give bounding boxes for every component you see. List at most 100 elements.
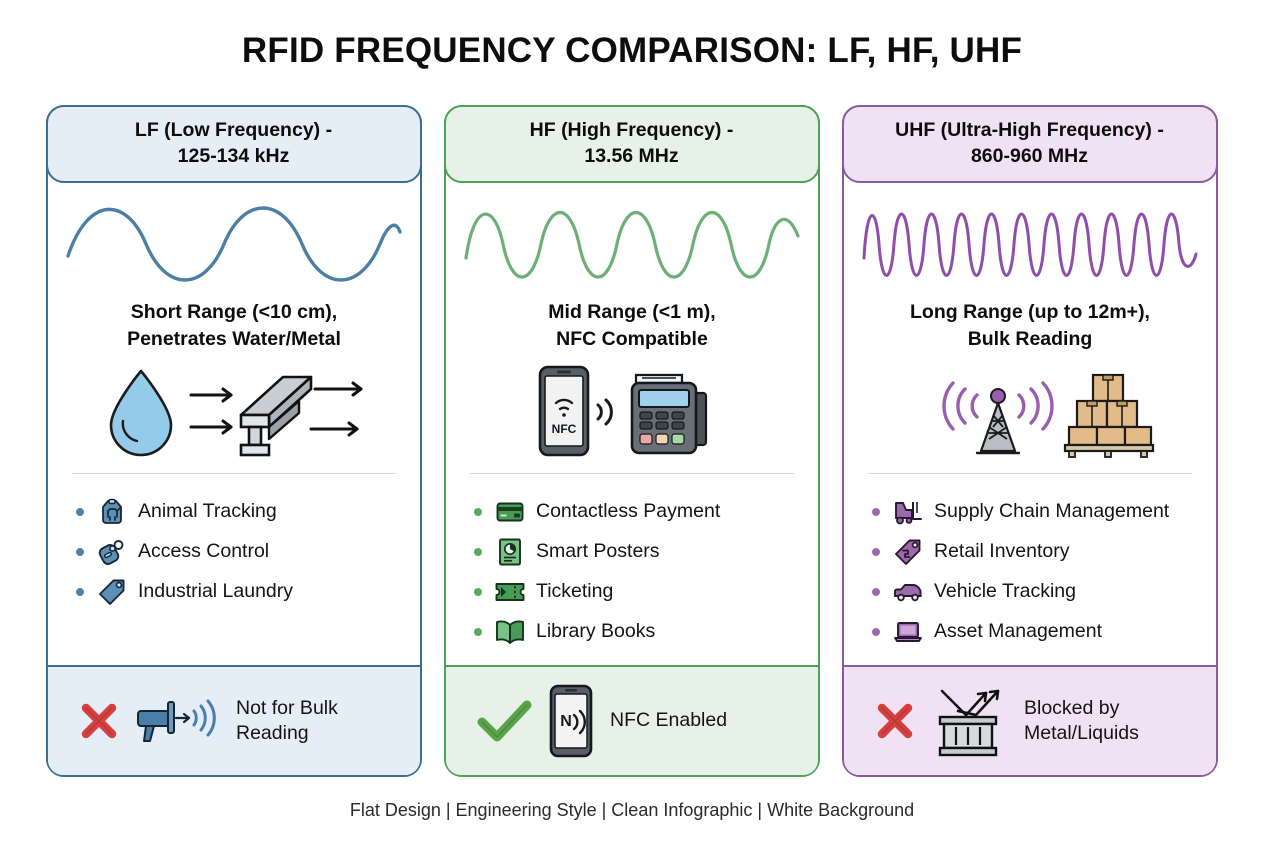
bullet-dot [76,507,84,516]
low-frequency-waveform [48,185,420,303]
feature-label: Industrial Laundry [138,580,294,603]
svg-text:N: N [560,713,572,730]
footer-text-line1: NFC Enabled [610,709,728,732]
card-uhf-header-line1: UHF (Ultra-High Frequency) - [895,118,1164,141]
feature-label: Animal Tracking [138,500,277,523]
card-lf-header-line2: 125-134 kHz [177,144,290,167]
footer-text-line2: Reading [236,722,309,744]
bullet-dot [872,547,880,556]
list-item[interactable]: Asset Management [872,612,1216,652]
footer-text-line2: Metal/Liquids [1024,722,1139,744]
nfc-phone-icon: NFC [538,365,590,457]
ticket-icon [495,577,525,607]
smart-poster-icon [495,537,525,567]
card-uhf-header: UHF (Ultra-High Frequency) - 860-960 MHz [841,104,1218,183]
card-hf-tagline-line2: NFC Compatible [556,327,708,350]
list-item[interactable]: Access Control [76,532,420,572]
list-item[interactable]: Smart Posters [474,532,818,572]
card-lf-feature-list: Animal Tracking Access Control [48,474,420,665]
card-uhf: UHF (Ultra-High Frequency) - 860-960 MHz… [841,104,1218,777]
card-lf-footer-text: Not for Bulk Reading [236,696,338,747]
bullet-dot [76,547,84,556]
animal-ear-tag-icon [97,497,127,527]
bullet-dot [474,627,482,636]
ultra-high-frequency-waveform [844,185,1216,303]
card-hf-header-line1: HF (High Frequency) - [529,118,734,141]
high-frequency-waveform [446,185,818,303]
card-uhf-tagline-line2: Bulk Reading [967,327,1093,350]
feature-label: Retail Inventory [934,540,1070,563]
card-hf-feature-list: Contactless Payment Smart Posters [446,474,818,665]
card-hf-footer: N NFC Enabled [446,665,818,775]
cross-icon [874,700,916,742]
list-item[interactable]: Contactless Payment [474,492,818,532]
feature-label: Access Control [138,540,270,563]
credit-card-icon [495,497,525,527]
handheld-reader-icon [132,693,222,749]
pos-terminal-icon [630,373,708,455]
feature-label: Smart Posters [536,540,660,563]
list-item[interactable]: Library Books [474,612,818,652]
laptop-icon [893,617,923,647]
water-droplet-and-metal-beam-penetration [48,359,420,463]
feature-label: Library Books [536,620,656,643]
footer-text-line1: Blocked by [1024,696,1120,719]
card-lf-divider [72,472,396,474]
list-item[interactable]: Supply Chain Management [872,492,1216,532]
list-item[interactable]: Retail Inventory [872,532,1216,572]
feature-label: Supply Chain Management [934,500,1170,523]
card-lf-tagline: Short Range (<10 cm), Penetrates Water/M… [48,299,420,353]
list-item[interactable]: Vehicle Tracking [872,572,1216,612]
card-hf-header-line2: 13.56 MHz [584,144,679,167]
card-lf: LF (Low Frequency) - 125-134 kHz Short R… [45,104,422,777]
feature-label: Vehicle Tracking [934,580,1076,603]
card-hf: HF (High Frequency) - 13.56 MHz Mid Rang… [443,104,820,777]
list-item[interactable]: Animal Tracking [76,492,420,532]
open-book-icon [495,617,525,647]
footer-text-line1: Not for Bulk [236,696,338,719]
list-item[interactable]: Ticketing [474,572,818,612]
card-lf-footer: Not for Bulk Reading [48,665,420,775]
card-hf-header: HF (High Frequency) - 13.56 MHz [443,104,820,183]
card-hf-footer-text: NFC Enabled [610,708,727,733]
footer-caption: Flat Design | Engineering Style | Clean … [349,800,915,820]
comparison-columns: LF (Low Frequency) - 125-134 kHz Short R… [45,104,1218,777]
pallet-boxes-icon [1063,373,1155,458]
card-uhf-tagline: Long Range (up to 12m+), Bulk Reading [844,299,1216,353]
nfc-phone-icon: N [546,683,596,759]
forklift-icon [893,497,923,527]
card-uhf-feature-list: Supply Chain Management Retail Inventory [844,474,1216,665]
card-lf-header: LF (Low Frequency) - 125-134 kHz [45,104,422,183]
bullet-dot [76,587,84,596]
card-uhf-footer: Blocked by Metal/Liquids [844,665,1216,775]
card-uhf-tagline-line1: Long Range (up to 12m+), [910,301,1150,323]
key-fob-icon [97,537,127,567]
bullet-dot [872,627,880,636]
card-uhf-divider [868,472,1192,474]
antenna-tower-icon [975,387,1021,455]
water-droplet-icon [109,369,173,457]
feature-label: Asset Management [934,620,1103,643]
laundry-tag-icon [97,577,127,607]
list-item[interactable]: Industrial Laundry [76,572,420,612]
check-icon [476,697,534,745]
page-title: RFID FREQUENCY COMPARISON: LF, HF, UHF [241,31,1023,70]
card-hf-tagline: Mid Range (<1 m), NFC Compatible [446,299,818,353]
bullet-dot [872,507,880,516]
price-tag-icon [893,537,923,567]
bullet-dot [474,547,482,556]
bullet-dot [474,587,482,596]
svg-text:NFC: NFC [552,422,577,436]
antenna-tower-and-pallet-of-boxes [844,359,1216,463]
card-lf-tagline-line2: Penetrates Water/Metal [127,327,341,350]
card-uhf-footer-text: Blocked by Metal/Liquids [1024,696,1139,747]
bullet-dot [872,587,880,596]
bullet-dot [474,507,482,516]
nfc-phone-and-pos-terminal: NFC [446,359,818,463]
card-uhf-header-line2: 860-960 MHz [970,144,1089,167]
card-lf-header-line1: LF (Low Frequency) - [134,118,333,141]
card-lf-tagline-line1: Short Range (<10 cm), [130,301,338,323]
metal-drum-reflection-icon [928,683,1010,759]
feature-label: Contactless Payment [536,500,721,523]
card-hf-tagline-line1: Mid Range (<1 m), [548,301,716,323]
